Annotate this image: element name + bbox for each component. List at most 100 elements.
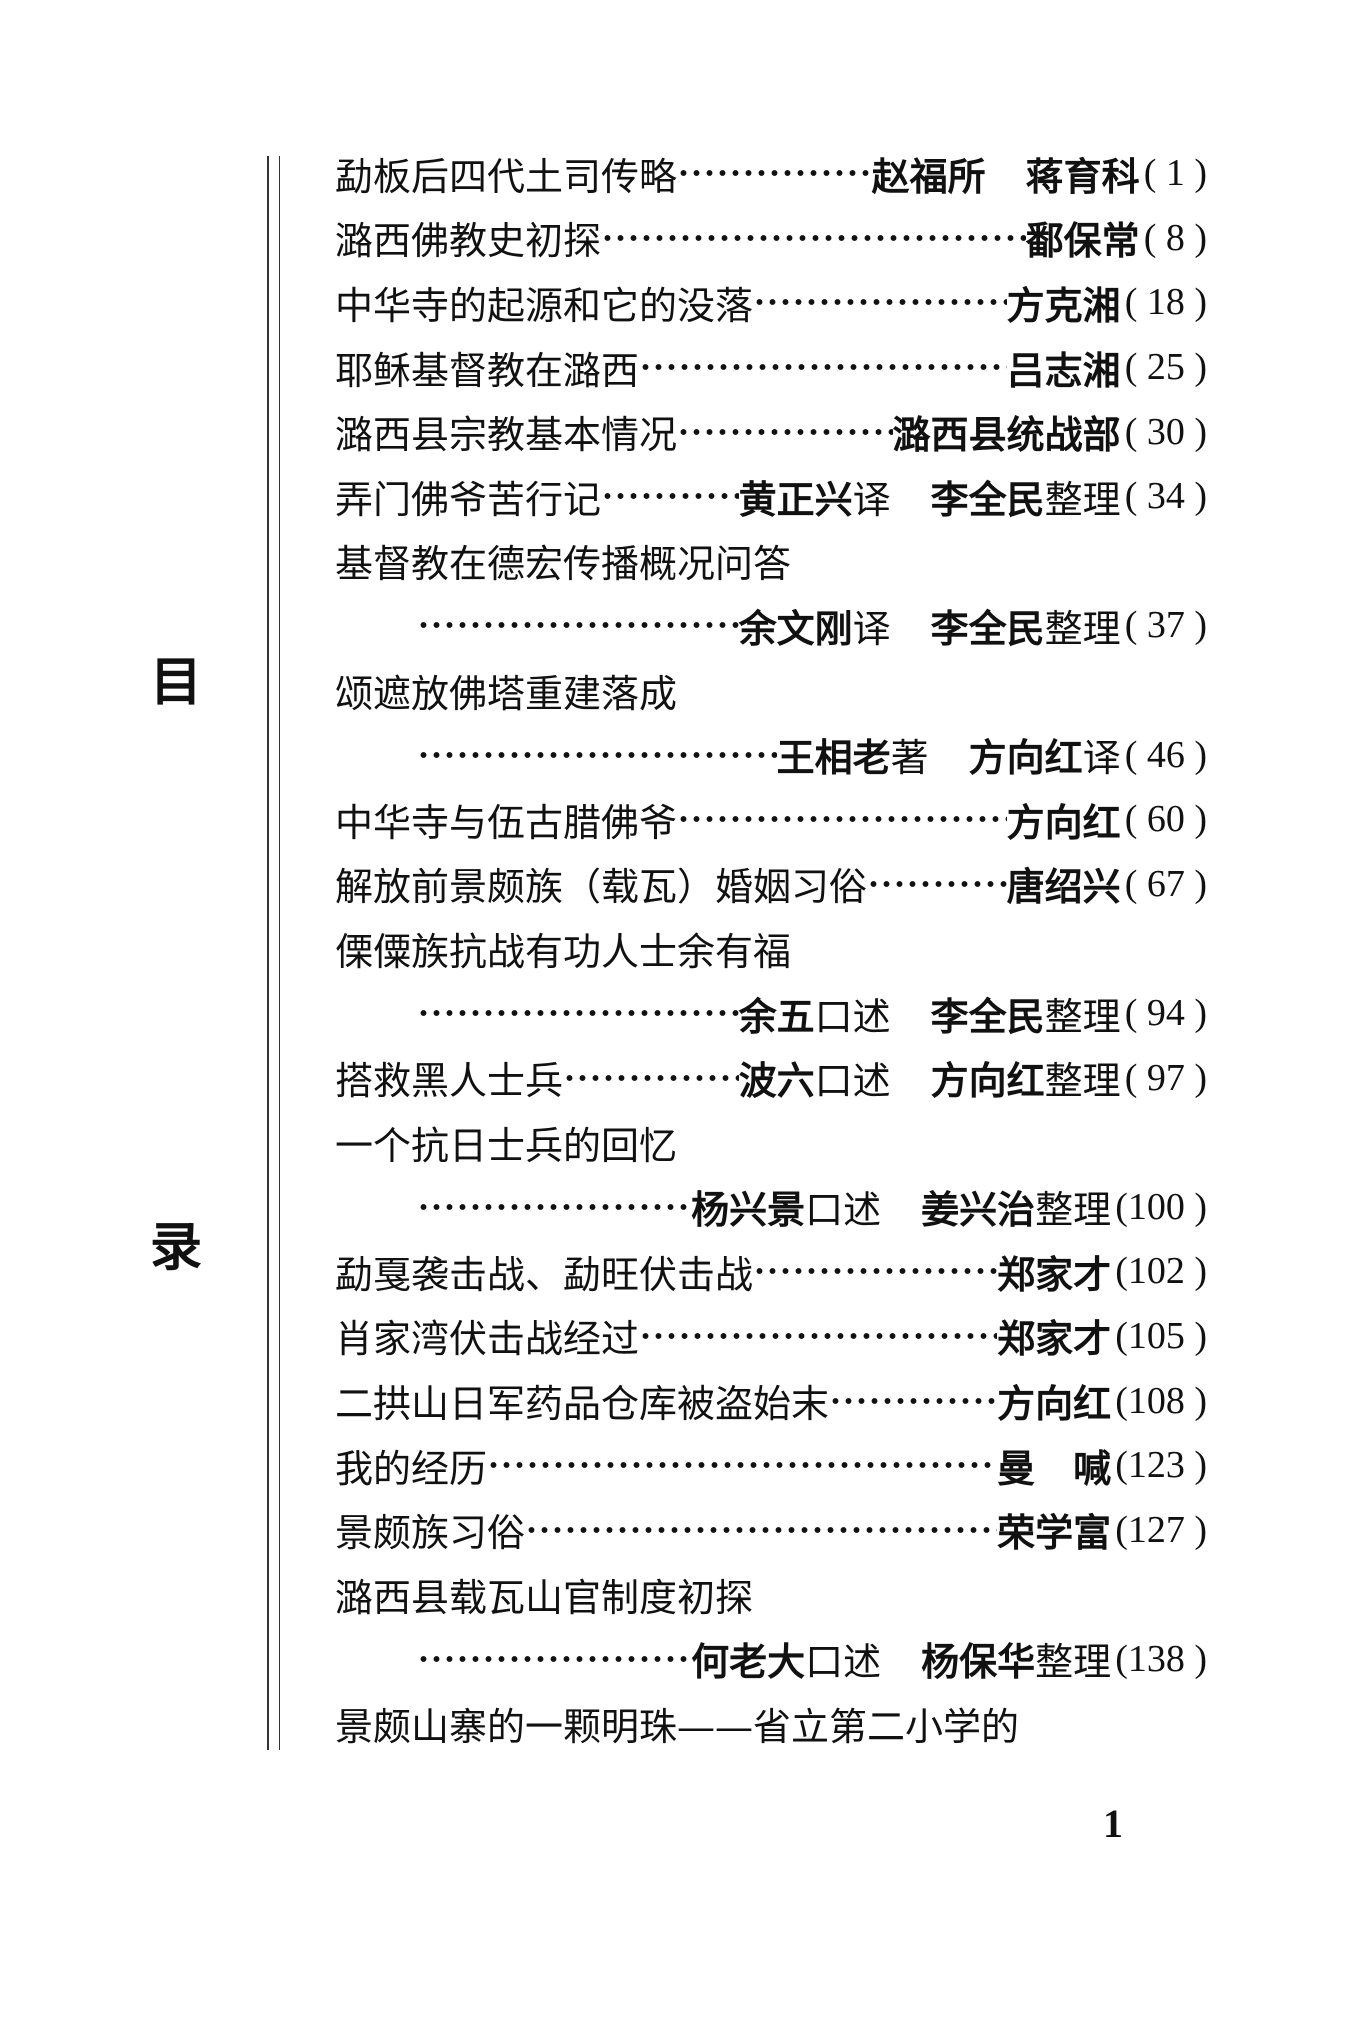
author-role: 口述 (805, 1640, 882, 1685)
table-of-contents: 勐板后四代土司传略赵福所蒋育科( 1 ) 潞西佛教史初探 鄱保常( 8 ) 中华寺的起… (335, 141, 1207, 1756)
toc-entry: 搭救黑人士兵 波六口述方向红整理( 97 ) (335, 1045, 1207, 1110)
page-ref: ( 60 ) (1124, 798, 1207, 841)
page-ref: ( 34 ) (1124, 475, 1207, 518)
page-ref: (138 ) (1115, 1637, 1207, 1680)
toc-entry: 中华寺的起源和它的没落方克湘( 18 ) (335, 270, 1207, 335)
margin-rule-right (279, 156, 280, 1750)
page-ref: (108 ) (1115, 1379, 1207, 1422)
dot-leader (417, 1652, 692, 1665)
page-ref: (127 ) (1115, 1508, 1207, 1551)
author-name: 波六 (738, 1059, 815, 1104)
entry-title: 基督教在德宏传播概况问答 (335, 542, 792, 587)
toc-entry: 二拱山日军药品仓库被盗始末 方向红(108 ) (335, 1368, 1207, 1433)
author-name: 郑家才 (997, 1252, 1112, 1297)
dot-leader (753, 296, 1007, 309)
dot-leader (867, 877, 1007, 890)
toc-entry: 勐板后四代土司传略赵福所蒋育科( 1 ) (335, 141, 1207, 206)
toc-entry-continuation: 余五口述李全民整理( 94 ) (335, 981, 1207, 1046)
author-name: 方向红 (997, 1382, 1112, 1427)
dot-leader (417, 1200, 692, 1213)
page-ref: ( 94 ) (1124, 992, 1207, 1035)
entry-title: 傈僳族抗战有功人士余有福 (335, 929, 792, 974)
author-name: 方向红 (930, 1059, 1045, 1104)
dot-leader (677, 813, 1007, 826)
toc-entry-continuation: 何老大口述杨保华整理(138 ) (335, 1627, 1207, 1692)
author-name: 曼 喊 (997, 1446, 1112, 1491)
entry-title: 弄门佛爷苦行记 (335, 477, 602, 522)
toc-entry-continuation: 王相老著方向红译( 46 ) (335, 722, 1207, 787)
dot-leader (639, 361, 1007, 374)
author-name: 黄正兴 (738, 477, 853, 522)
author-role: 整理 (1044, 477, 1121, 522)
dot-leader (525, 1523, 998, 1536)
author-name: 鄱保常 (1025, 219, 1140, 264)
author-name: 方克湘 (1006, 283, 1121, 328)
toc-entry: 潞西县载瓦山官制度初探 (335, 1562, 1207, 1627)
dot-leader (677, 167, 872, 180)
entry-title: 耶稣基督教在潞西 (335, 348, 640, 393)
toc-entry: 傈僳族抗战有功人士余有福 (335, 916, 1207, 981)
toc-entry: 基督教在德宏传播概况问答 (335, 529, 1207, 594)
side-title-lu: 录 (150, 1218, 203, 1278)
toc-entry: 耶稣基督教在潞西 吕志湘( 25 ) (335, 335, 1207, 400)
author-name: 何老大 (691, 1640, 806, 1685)
page-ref: (123 ) (1115, 1444, 1207, 1487)
entry-title: 二拱山日军药品仓库被盗始末 (335, 1382, 830, 1427)
side-title-mu: 目 (150, 653, 203, 713)
page-ref: ( 18 ) (1124, 281, 1207, 324)
author-role: 译 (1082, 736, 1121, 781)
toc-entry: 勐戛袭击战、勐旺伏击战郑家才(102 ) (335, 1239, 1207, 1304)
page-ref: ( 46 ) (1124, 733, 1207, 776)
author-role: 译 (852, 477, 891, 522)
dot-leader (417, 619, 739, 632)
dot-leader (753, 1265, 998, 1278)
page-ref: ( 1 ) (1143, 152, 1207, 195)
dot-leader (417, 1007, 739, 1020)
entry-title: 潞西县宗教基本情况 (335, 413, 678, 458)
toc-entry: 景颇山寨的一颗明珠——省立第二小学的 (335, 1691, 1207, 1756)
author-name: 唐绍兴 (1006, 865, 1121, 910)
page-ref: ( 25 ) (1124, 346, 1207, 389)
dot-leader (677, 425, 893, 438)
page-ref: (100 ) (1115, 1185, 1207, 1228)
author-role: 口述 (814, 1059, 891, 1104)
page-ref: ( 37 ) (1124, 604, 1207, 647)
page-ref: ( 97 ) (1124, 1056, 1207, 1099)
author-role: 整理 (1044, 1059, 1121, 1104)
author-name: 荣学富 (997, 1511, 1112, 1556)
toc-entry: 肖家湾伏击战经过郑家才(105 ) (335, 1304, 1207, 1369)
author-role: 整理 (1044, 994, 1121, 1039)
toc-entry: 景颇族习俗 荣学富(127 ) (335, 1497, 1207, 1562)
toc-entry: 弄门佛爷苦行记黄正兴译李全民整理( 34 ) (335, 464, 1207, 529)
entry-title: 景颇族习俗 (335, 1511, 526, 1556)
author-name: 方向红 (1006, 800, 1121, 845)
toc-entry: 颂遮放佛塔重建落成 (335, 658, 1207, 723)
dot-leader (487, 1459, 998, 1472)
author-name: 方向红 (968, 736, 1083, 781)
author-name: 杨兴景 (691, 1188, 806, 1233)
dot-leader (563, 1071, 739, 1084)
entry-title: 颂遮放佛塔重建落成 (335, 671, 678, 716)
page-number: 1 (1103, 1801, 1123, 1846)
entry-title: 中华寺与伍古腊佛爷 (335, 800, 678, 845)
entry-title: 肖家湾伏击战经过 (335, 1317, 640, 1362)
entry-title: 潞西佛教史初探 (335, 219, 602, 264)
entry-title: 景颇山寨的一颗明珠——省立第二小学的 (335, 1705, 1020, 1750)
author-name: 赵福所 (871, 154, 986, 199)
dot-leader (601, 231, 1026, 244)
author-name: 郑家才 (997, 1317, 1112, 1362)
toc-entry: 我的经历 曼 喊(123 ) (335, 1433, 1207, 1498)
author-name: 余文刚 (738, 606, 853, 651)
toc-entry: 中华寺与伍古腊佛爷 方向红( 60 ) (335, 787, 1207, 852)
page-ref: ( 8 ) (1143, 216, 1207, 259)
author-name: 李全民 (930, 606, 1045, 651)
toc-entry: 解放前景颇族（载瓦）婚姻习俗唐绍兴( 67 ) (335, 852, 1207, 917)
author-name: 潞西县统战部 (892, 413, 1121, 458)
dot-leader (417, 748, 777, 761)
entry-title: 搭救黑人士兵 (335, 1059, 564, 1104)
page-ref: ( 67 ) (1124, 862, 1207, 905)
author-name: 吕志湘 (1006, 348, 1121, 393)
author-role: 整理 (1035, 1188, 1112, 1233)
entry-title: 我的经历 (335, 1446, 488, 1491)
author-role: 整理 (1044, 606, 1121, 651)
